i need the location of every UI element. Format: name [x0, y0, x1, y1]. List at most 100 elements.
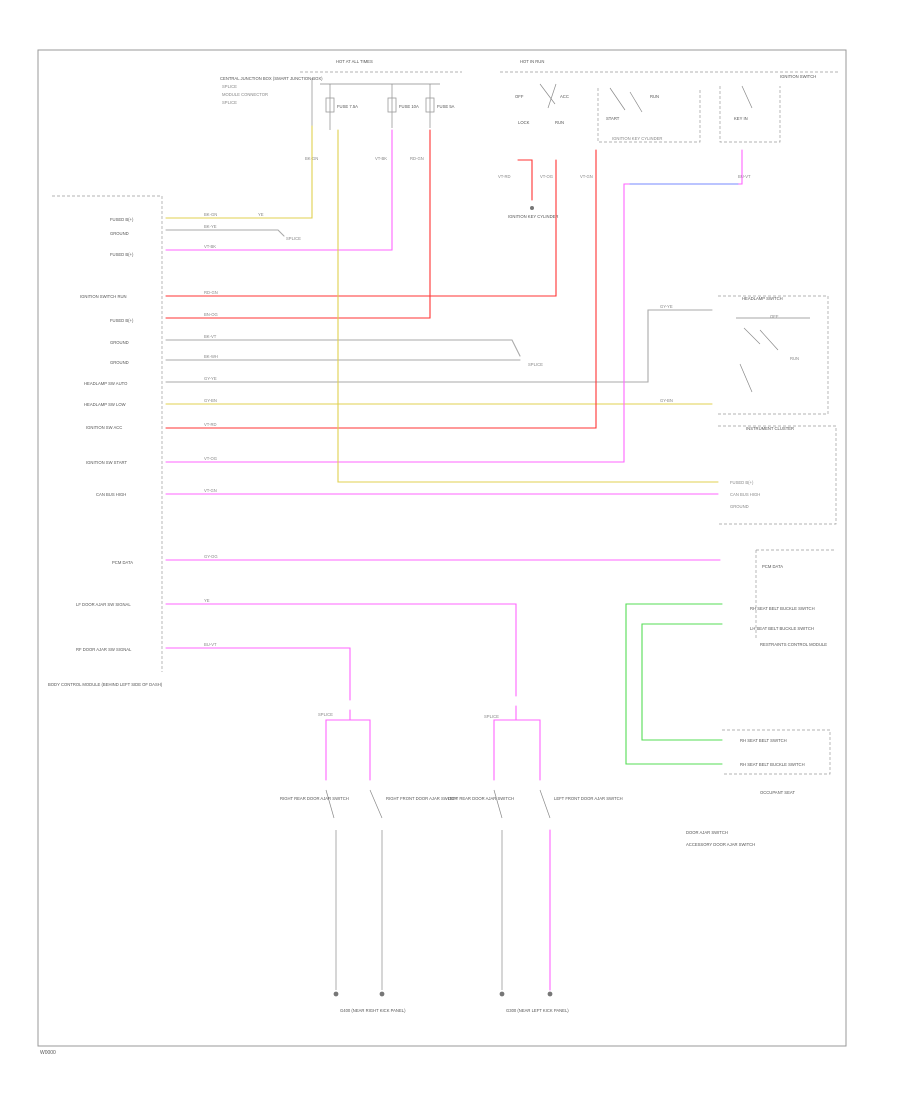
instrument-cluster: INSTRUMENT CLUSTER FUSED B(+) CAN BUS HI… [718, 425, 837, 525]
junction-box-sub-3: SPLICE [222, 100, 237, 105]
wire-label-15: BU-VT [204, 642, 217, 647]
bcm-pin-11: IGNITION SW START [86, 460, 127, 465]
rcm-sb-1: RH SEAT BELT BUCKLE SWITCH [750, 606, 815, 611]
junction-box-sub-2: MODULE CONNECTOR [222, 92, 268, 97]
diagram-frame [37, 49, 847, 1047]
sb-switch-label-2: RH SEAT BELT BUCKLE SWITCH [740, 762, 805, 767]
wire-label-8: GY-YE [204, 376, 217, 381]
bcm-pin-10: IGNITION SW ACC [86, 425, 122, 430]
ignition-switch-label: IGNITION SWITCH [780, 74, 816, 79]
wire-label-8b: GY-YE [660, 304, 673, 309]
door-switches: SPLICE SPLICE RIGHT REAR DOOR AJAR SWITC… [280, 705, 623, 1013]
rr-door-label: RIGHT REAR DOOR AJAR SWITCH [280, 796, 349, 801]
ic-pin-1: FUSED B(+) [730, 480, 754, 485]
wire-label-10: VT-RD [204, 422, 217, 427]
wire-tag-ign-3: VT-GN [580, 174, 593, 179]
wire-label-2: BK-YE [204, 224, 217, 229]
wire-label-11: VT-OG [204, 456, 217, 461]
bcm-pin-12: CAN BUS HIGH [96, 492, 126, 497]
bcm-pin-3: FUSED B(+) [110, 252, 134, 257]
central-junction-box: HOT AT ALL TIMES CENTRAL JUNCTION BOX (S… [220, 59, 462, 161]
rcm-label: RESTRAINTS CONTROL MODULE [760, 642, 827, 647]
hs-off-label: OFF [770, 314, 779, 319]
page-code: W0000 [40, 1050, 56, 1056]
sw-lock-label: LOCK [518, 120, 530, 125]
sw-run-label-2: RUN [650, 94, 659, 99]
ground-lf [547, 991, 553, 997]
hot-at-all-times-label: HOT AT ALL TIMES [336, 59, 373, 64]
ic-pin-2: CAN BUS HIGH [730, 492, 760, 497]
key-in-label: KEY IN [734, 116, 748, 121]
fuse-b [387, 97, 397, 113]
sb-switch-label: RH SEAT BELT SWITCH [740, 738, 787, 743]
wire-label-12: VT-GN [204, 488, 217, 493]
wire-tag-3: RD-GN [410, 156, 424, 161]
wire-label-6: BK-VT [204, 334, 217, 339]
lf-door-label: LEFT FRONT DOOR AJAR SWITCH [554, 796, 623, 801]
wire-label-9b: GY-BN [660, 398, 673, 403]
ground-lr [499, 991, 505, 997]
seat-belt-switch: RH SEAT BELT SWITCH RH SEAT BELT BUCKLE … [722, 729, 831, 795]
wire-tag-ign-1: VT-RD [498, 174, 511, 179]
key-cylinder-ground [530, 206, 534, 210]
junction-box-label: CENTRAL JUNCTION BOX (SMART JUNCTION BOX… [220, 76, 323, 81]
ignition-key-cyl-label: IGNITION KEY CYLINDER [508, 214, 558, 219]
ground-right-label: G400 (NEAR RIGHT KICK PANEL) [340, 1008, 406, 1013]
bcm-pin-9: HEADLAMP SW LOW [84, 402, 126, 407]
wires: BK-GN YE BK-YE SPLICE VT-BK RD-GN BN-OG … [165, 125, 743, 765]
wire-label-1: BK-GN [204, 212, 217, 217]
splice-rh-label: SPLICE [318, 712, 333, 717]
rcm-pin-label: PCM DATA [762, 564, 783, 569]
legend-item-1: DOOR AJAR SWITCH [686, 830, 728, 835]
bcm-pin-8: HEADLAMP SW AUTO [84, 381, 128, 386]
bcm-pin-15: RF DOOR AJAR SW SIGNAL [76, 647, 132, 652]
bcm-pin-6: GROUND [110, 340, 129, 345]
sw-run-label: RUN [555, 120, 564, 125]
fuse-a-label: FUSE 7.5A [337, 104, 358, 109]
wire-tag-ign-2: VT-OG [540, 174, 553, 179]
legend-item-2: ACCESSORY DOOR AJAR SWITCH [686, 842, 755, 847]
instrument-cluster-label: INSTRUMENT CLUSTER [746, 426, 794, 431]
sw-acc-label: ACC [560, 94, 569, 99]
splice-label-1: SPLICE [286, 236, 301, 241]
hs-run-label: RUN [790, 356, 799, 361]
wire-label-9: GY-BN [204, 398, 217, 403]
splice-label-2: SPLICE [528, 362, 543, 367]
bcm-pin-13: PCM DATA [112, 560, 133, 565]
wire-tag-2: VT-BK [375, 156, 387, 161]
fuse-c-label: FUSE 5A [437, 104, 455, 109]
wire-label-3: VT-BK [204, 244, 216, 249]
sw-off-label: OFF [515, 94, 524, 99]
headlamp-switch-label: HEADLAMP SWITCH [742, 296, 783, 301]
ground-rr [333, 991, 339, 997]
bcm-pin-5: FUSED B(+) [110, 318, 134, 323]
body-control-module: BODY CONTROL MODULE (BEHIND LEFT SIDE OF… [48, 195, 163, 687]
bcm-label: BODY CONTROL MODULE (BEHIND LEFT SIDE OF… [48, 682, 163, 687]
sw-start-label: START [606, 116, 620, 121]
ground-left-label: G300 (NEAR LEFT KICK PANEL) [506, 1008, 569, 1013]
rcm-sb-2: LH SEAT BELT BUCKLE SWITCH [750, 626, 814, 631]
bcm-pin-1: FUSED B(+) [110, 217, 134, 222]
wire-label-7: BK-WH [204, 354, 218, 359]
ic-pin-3: GROUND [730, 504, 749, 509]
wire-tag-ign-4: BU-VT [738, 174, 751, 179]
fuse-a [325, 97, 335, 113]
ground-rf [379, 991, 385, 997]
lr-door-label: LEFT REAR DOOR AJAR SWITCH [448, 796, 514, 801]
wire-label-14: YE [204, 598, 210, 603]
headlamp-switch: HEADLAMP SWITCH OFF RUN [718, 295, 829, 415]
junction-box-sub-1: SPLICE [222, 84, 237, 89]
bcm-pin-2: GROUND [110, 231, 129, 236]
legend: DOOR AJAR SWITCH ACCESSORY DOOR AJAR SWI… [686, 830, 755, 847]
bcm-pin-14: LF DOOR AJAR SW SIGNAL [76, 602, 131, 607]
occupant-seat-label: OCCUPANT SEAT [760, 790, 795, 795]
bcm-pin-4: IGNITION SWITCH RUN [80, 294, 127, 299]
wire-label-1b: YE [258, 212, 264, 217]
wire-label-5: BN-OG [204, 312, 218, 317]
ignition-switch: HOT IN RUN IGNITION SWITCH OFF ACC LOCK … [498, 59, 840, 219]
restraints-control-module: PCM DATA RH SEAT BELT BUCKLE SWITCH LH S… [750, 549, 836, 647]
fuse-c [425, 97, 435, 113]
fuse-b-label: FUSE 10A [399, 104, 419, 109]
bcm-pin-7: GROUND [110, 360, 129, 365]
